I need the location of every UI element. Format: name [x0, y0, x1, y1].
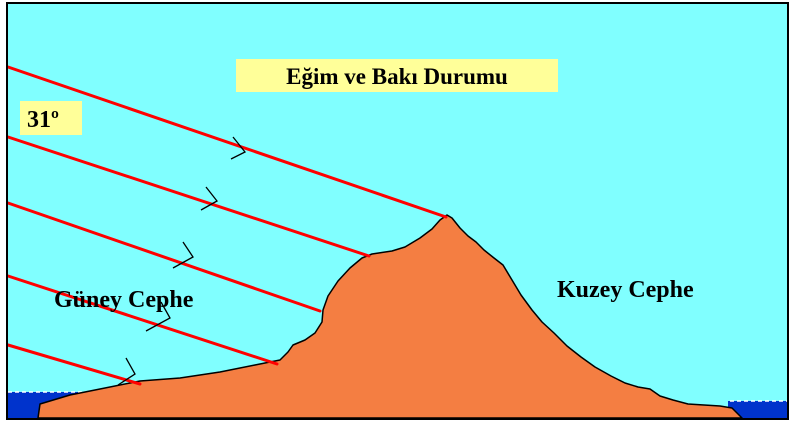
sun-ray-5: [6, 343, 142, 386]
diagram-title: Eğim ve Bakı Durumu: [236, 59, 558, 92]
diagram-frame: [6, 2, 789, 420]
sun-rays: [6, 65, 448, 386]
arrow-mark-4: [145, 301, 171, 332]
ray-direction-arrows: [117, 136, 247, 386]
angle-label: 31º: [20, 101, 82, 135]
arrow-mark-1: [230, 136, 247, 160]
sun-ray-2: [6, 135, 371, 258]
sea-right: [728, 400, 788, 418]
south-slope-label: Güney Cephe: [54, 287, 194, 313]
mountain: [37, 214, 743, 419]
diagram-title-text: Eğim ve Bakı Durumu: [286, 64, 508, 89]
sun-ray-3: [6, 201, 322, 313]
arrow-mark-3: [172, 241, 194, 269]
arrow-mark-5: [117, 357, 136, 386]
sun-ray-4: [6, 274, 279, 366]
arrow-mark-2: [200, 186, 218, 211]
north-slope-label: Kuzey Cephe: [557, 277, 694, 303]
angle-label-text: 31º: [27, 107, 59, 133]
sun-ray-1: [6, 65, 448, 219]
